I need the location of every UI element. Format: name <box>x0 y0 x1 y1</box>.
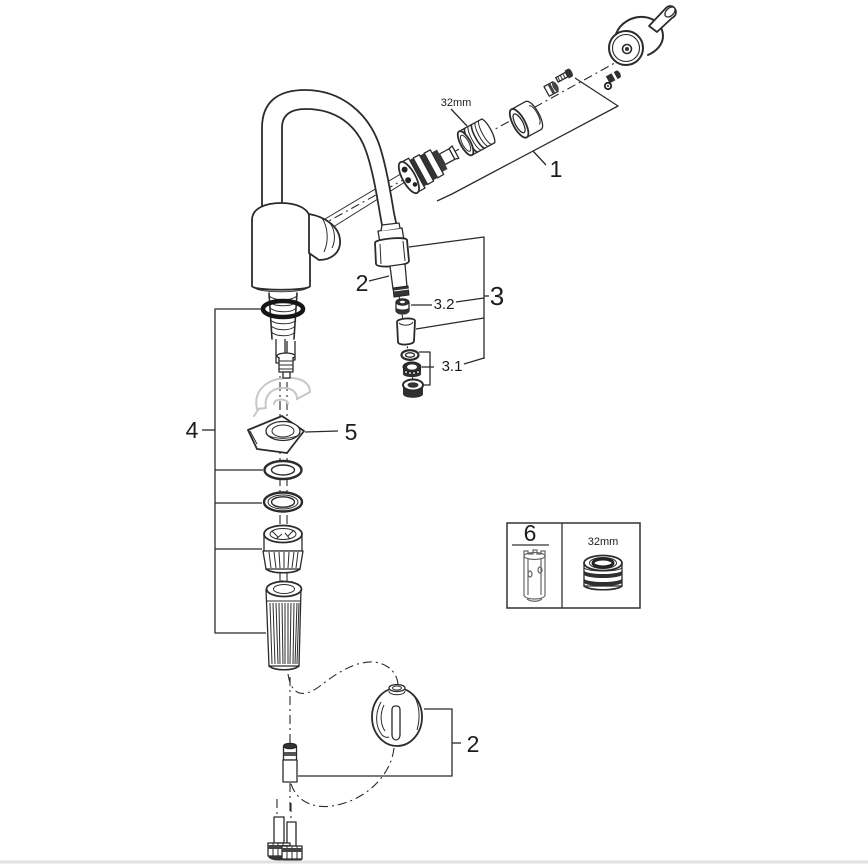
adapter-cylinder <box>396 317 416 346</box>
handle-mount-boss <box>308 213 341 261</box>
label-32mm-cartridge: 32mm <box>441 97 472 109</box>
set-screw <box>605 70 621 84</box>
faucet-handle <box>608 5 677 66</box>
callout-2-hose: 2 <box>467 731 480 757</box>
service-parts-box <box>506 522 641 609</box>
box-thread-ring <box>583 554 623 591</box>
callout-3-2: 3.2 <box>434 296 455 313</box>
hose-connector <box>282 742 298 783</box>
spray-head-holder <box>374 222 410 298</box>
hose-weight-ball <box>371 683 423 747</box>
thread-ring-32mm <box>456 118 496 157</box>
metal-washer <box>262 491 304 513</box>
supply-fittings <box>267 816 303 863</box>
aerator-insert <box>402 361 422 377</box>
aerator-cup <box>402 378 424 398</box>
shank-o-ring <box>260 298 306 320</box>
rubber-washer <box>263 459 303 481</box>
faucet-body <box>251 202 311 293</box>
center-axis-lines <box>276 58 623 821</box>
hose-weight-tube <box>265 580 303 671</box>
callout-5: 5 <box>345 419 358 445</box>
callout-2-spray: 2 <box>356 270 369 296</box>
trim-ring <box>508 100 544 139</box>
callout-1: 1 <box>550 156 563 182</box>
mounting-tool <box>523 549 546 602</box>
cartridge <box>397 145 460 195</box>
hose-loop <box>287 661 399 808</box>
ghost-clip-part <box>253 376 312 417</box>
check-valve-part <box>395 298 410 315</box>
aerator-washer <box>400 349 420 361</box>
mounting-nut <box>262 524 304 574</box>
threaded-shank <box>260 292 306 340</box>
screw-cap <box>543 81 559 97</box>
callout-4: 4 <box>186 417 199 443</box>
label-32mm-box: 32mm <box>588 536 619 548</box>
hose-tails <box>275 339 296 379</box>
callout-3-1: 3.1 <box>442 358 463 375</box>
stabilizer-plate <box>247 415 305 454</box>
callout-lines <box>202 77 619 777</box>
callout-3: 3 <box>490 281 504 311</box>
callout-6: 6 <box>524 520 537 546</box>
screw-ball <box>603 81 613 91</box>
handle-screw <box>555 68 573 83</box>
